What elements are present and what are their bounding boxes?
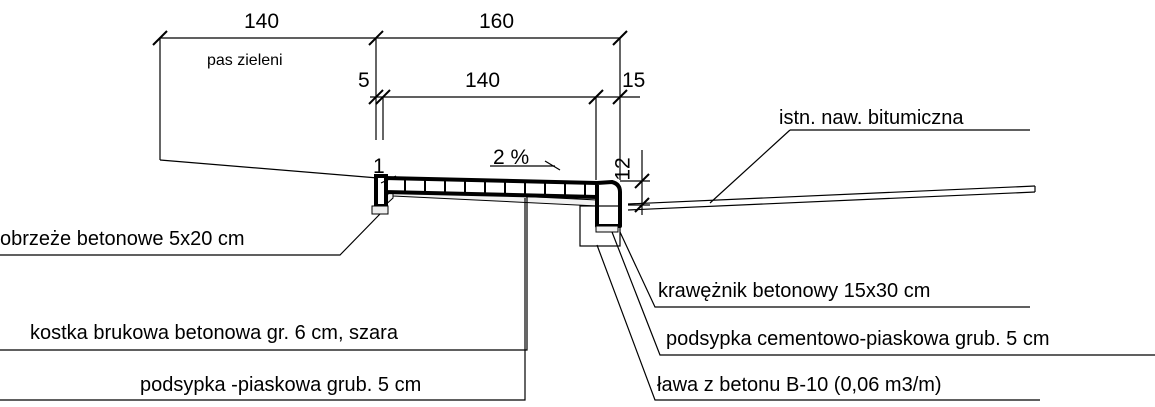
dim-140-paving: 140: [465, 69, 501, 92]
leader-curb: [619, 231, 1030, 308]
label-cement-sand-bed: podsypka cementowo-piaskowa grub. 5 cm: [666, 328, 1050, 350]
paving-joints: [404, 179, 586, 197]
slope-arrow-head: [544, 160, 561, 171]
green-ground-line: [159, 159, 379, 179]
label-asphalt: istn. naw. bitumiczna: [779, 107, 964, 129]
leader-paving: [0, 194, 528, 351]
label-sand-bed: podsypka -piaskowa grub. 5 cm: [140, 374, 422, 396]
tick-15-end: [612, 89, 628, 105]
leader-sand: [0, 198, 526, 401]
dim-5-edging: 5: [358, 69, 370, 92]
tick-5-left: [368, 89, 384, 105]
dim-140-green: 140: [244, 10, 280, 33]
asphalt-top-line: [627, 185, 1036, 205]
dim-160-walk: 160: [479, 10, 515, 33]
dim-1-edge: 1: [373, 155, 385, 178]
dim-15-curb: 15: [622, 69, 646, 92]
label-curb: krawężnik betonowy 15x30 cm: [658, 280, 931, 302]
curb-shape: [595, 180, 622, 228]
label-foundation: ława z betonu B-10 (0,06 m3/m): [657, 374, 942, 396]
asphalt-bottom-line: [627, 191, 1036, 211]
slope-label: 2 %: [493, 146, 530, 169]
leader-edging: [0, 213, 381, 256]
curb-foundation: [579, 205, 621, 247]
curb-bedding: [595, 225, 619, 233]
edging-shape: [374, 174, 388, 208]
leader-asphalt: [709, 129, 791, 204]
label-edging: obrzeże betonowe 5x20 cm: [0, 228, 245, 250]
leader-edge-mark: [380, 175, 397, 184]
leader-cement-sand: [611, 231, 1155, 356]
dim-12-rise: 12: [611, 157, 635, 181]
label-paving-stone: kostka brukowa betonowa gr. 6 cm, szara: [30, 322, 398, 344]
label-green-strip: pas zieleni: [207, 52, 283, 69]
leader-foundation: [596, 244, 1040, 401]
edging-foundation: [371, 205, 389, 215]
